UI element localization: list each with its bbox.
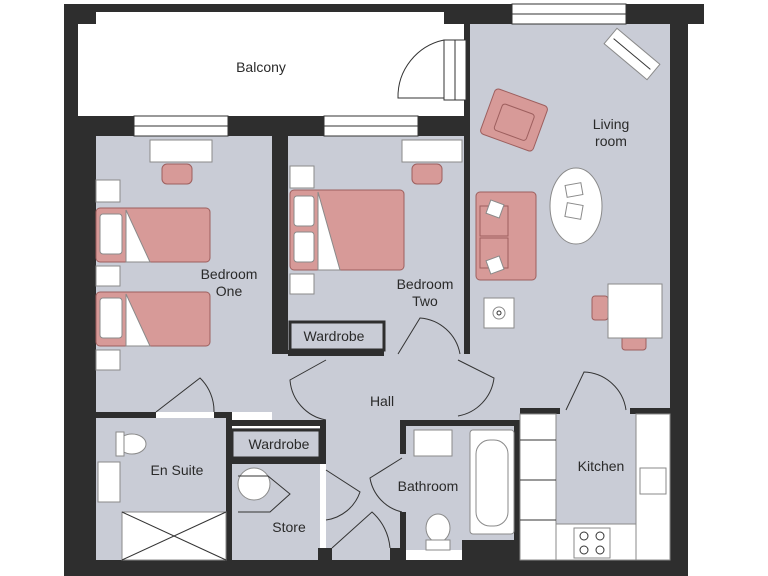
hall-floor	[272, 354, 520, 426]
basin-ensuite	[97, 461, 121, 503]
desk-bed1	[149, 139, 213, 163]
door-kitchen	[565, 371, 627, 411]
bathroom-fixtures	[413, 429, 515, 551]
label-wardrobe-top: Wardrobe	[304, 328, 365, 344]
label-hall: Hall	[370, 393, 394, 409]
wall-bathroom-bottom	[462, 540, 520, 576]
door-bed2	[397, 317, 461, 355]
label-balcony: Balcony	[236, 59, 286, 75]
store-fixtures	[237, 467, 291, 513]
wall-balcony-top	[64, 4, 444, 12]
wall-bottom	[64, 560, 688, 576]
chair-bed1	[161, 163, 193, 185]
wall-wardrobe-low-right	[320, 420, 326, 462]
kitchen-sink	[639, 467, 667, 495]
label-wardrobe-bottom: Wardrobe	[249, 436, 310, 452]
book-1	[564, 182, 584, 198]
single-bed-2	[95, 291, 211, 347]
wall-left-inner	[64, 116, 96, 574]
wall-store-top	[232, 458, 326, 464]
book-2	[564, 202, 584, 220]
wall-bathroom-right	[514, 420, 520, 560]
label-bedroom-two-1: Bedroom	[397, 276, 454, 292]
wall-right	[670, 4, 688, 574]
bedroom-one-furniture	[95, 139, 213, 371]
doors	[155, 39, 627, 549]
door-bed1	[155, 377, 215, 413]
label-bedroom-two-2: Two	[412, 293, 438, 309]
basin-bathroom	[413, 429, 453, 457]
bedroom-two-furniture	[289, 139, 463, 295]
wall-bathroom-left	[400, 420, 406, 454]
dining-table	[607, 283, 663, 339]
wall-ensuite-right	[226, 412, 232, 560]
pillow-1	[99, 213, 123, 255]
room-labels: Balcony Living room Bedroom One Bedroom …	[151, 59, 630, 535]
wall-kitchen-top2	[630, 408, 670, 414]
pillow-3	[293, 195, 315, 227]
door-balcony	[397, 39, 445, 99]
label-bathroom: Bathroom	[398, 478, 459, 494]
wall-bed-divider	[272, 136, 288, 354]
windows	[133, 3, 627, 137]
dining-chair-left	[591, 295, 609, 321]
en-suite-fixtures	[97, 431, 227, 561]
wall-bed2-bottom	[288, 350, 384, 356]
chair-bed2	[411, 163, 443, 185]
sofa	[475, 191, 537, 281]
wardrobe-top-floor	[290, 320, 384, 352]
tv-unit	[603, 27, 661, 81]
door-store	[325, 469, 361, 521]
kitchen-counter-left	[519, 413, 557, 561]
nightstand-bed2-bottom	[289, 273, 315, 295]
door-hall-left	[289, 359, 327, 421]
door-hall-right	[457, 359, 495, 417]
pillow-2	[99, 297, 123, 339]
wall-hall-bottom-left	[318, 548, 332, 576]
nightstand-bed1-bottom	[95, 349, 121, 371]
single-bed-1	[95, 207, 211, 263]
wardrobe-top-outline	[288, 320, 386, 352]
kitchen-fixtures	[519, 413, 671, 561]
desk-bed2	[401, 139, 463, 163]
label-en-suite: En Suite	[151, 462, 204, 478]
balcony-floor	[96, 12, 444, 116]
wall-kitchen-top	[520, 408, 560, 414]
label-bedroom-one-2: One	[216, 283, 243, 299]
boiler-icon	[237, 467, 271, 501]
hob	[573, 527, 611, 559]
wall-bathroom-top	[400, 420, 520, 426]
lamp-icon	[492, 306, 506, 320]
wardrobes	[230, 320, 386, 460]
nightstand-bed1-mid	[95, 265, 121, 287]
armchair	[480, 88, 548, 152]
wall-ensuite-top	[96, 412, 156, 418]
wall-bed2-living	[464, 24, 470, 354]
label-living-room-1: Living	[593, 116, 630, 132]
wardrobe-bottom-outline	[230, 428, 322, 460]
nightstand-bed2-top	[289, 165, 315, 189]
pillow-4	[293, 231, 315, 263]
label-store: Store	[272, 519, 306, 535]
wall-bathroom-left2	[400, 512, 406, 560]
wall-ensuite-top2	[214, 412, 230, 418]
wall-hall-bottom-right	[390, 548, 404, 576]
label-living-room-2: room	[595, 133, 627, 149]
hall-floor-lower	[326, 420, 404, 560]
label-bedroom-one-1: Bedroom	[201, 266, 258, 282]
nightstand-bed1-top	[95, 179, 121, 203]
toilet-bathroom	[425, 513, 451, 543]
door-entrance	[331, 511, 391, 549]
door-bathroom	[369, 457, 403, 513]
wall-wardrobe-low	[232, 420, 326, 426]
label-kitchen: Kitchen	[578, 458, 625, 474]
living-room-furniture	[475, 27, 663, 351]
walls	[64, 4, 704, 576]
wardrobe-bottom-floor	[232, 428, 320, 460]
